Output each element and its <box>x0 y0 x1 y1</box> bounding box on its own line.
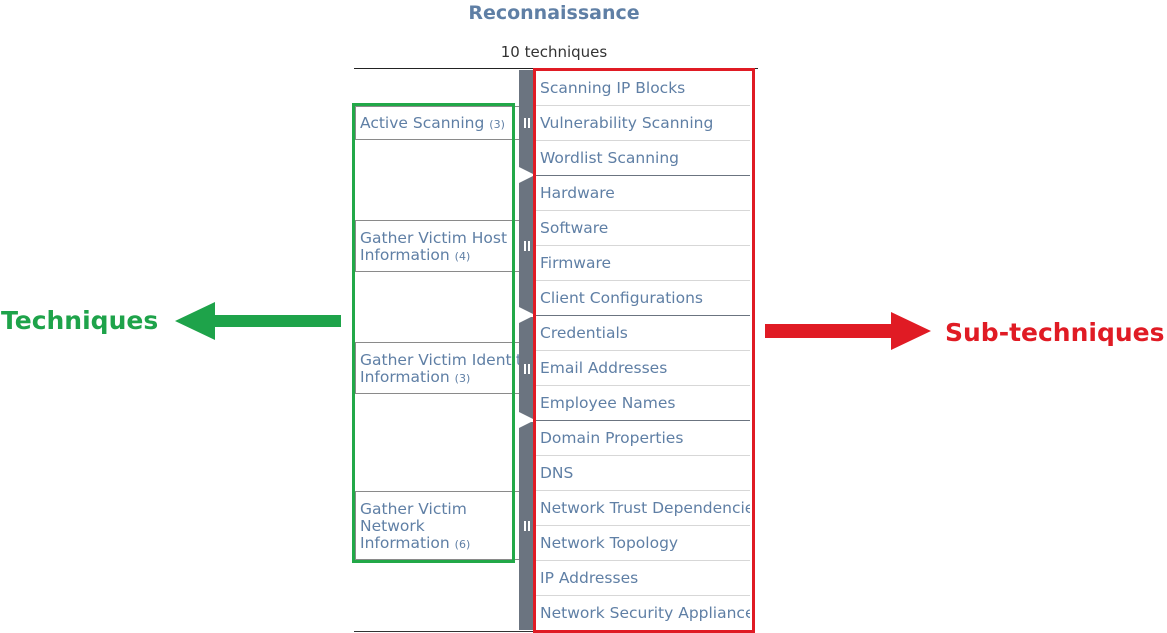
technique-name-line-3: Information <box>360 534 450 552</box>
subtechnique-item[interactable]: Client Configurations <box>536 281 750 316</box>
subtechnique-item[interactable]: Domain Properties <box>536 421 750 456</box>
subtechnique-item[interactable]: Email Addresses <box>536 351 750 386</box>
subtechnique-item[interactable]: IP Addresses <box>536 561 750 596</box>
group-separator-notch <box>519 412 535 428</box>
tactic-title: Reconnaissance <box>468 2 640 24</box>
handle-icon <box>524 364 530 374</box>
subtechnique-item[interactable]: Network Trust Dependencies <box>536 491 750 526</box>
technique-name-line-1: Gather Victim Host <box>360 229 508 247</box>
handle-icon <box>524 117 530 128</box>
techniques-label: Techniques <box>1 306 159 335</box>
technique-count: 10 techniques <box>500 43 608 61</box>
technique-gather-victim-network-information[interactable]: Gather Victim Network Information (6) <box>355 491 519 560</box>
subtechnique-toggle-network-information[interactable] <box>519 422 535 630</box>
handle-icon <box>524 521 530 531</box>
subtechnique-item[interactable]: Vulnerability Scanning <box>536 106 750 141</box>
handle-icon <box>524 241 530 251</box>
subtechnique-item[interactable]: Network Topology <box>536 526 750 561</box>
subtechnique-count: (3) <box>489 118 505 131</box>
technique-name-line-2: Information <box>360 368 450 386</box>
subtechnique-count: (3) <box>454 372 471 385</box>
subtechnique-item[interactable]: Wordlist Scanning <box>536 141 750 176</box>
subtechnique-item[interactable]: Firmware <box>536 246 750 281</box>
subtechniques-highlight-frame <box>533 68 755 633</box>
subtechnique-item[interactable]: Credentials <box>536 316 750 351</box>
technique-name-line-2: Information <box>360 246 450 264</box>
subtechnique-count: (6) <box>454 538 471 551</box>
subtechniques-label: Sub-techniques <box>945 318 1165 347</box>
left-arrow-icon <box>175 302 341 340</box>
group-separator-notch <box>519 307 535 323</box>
right-arrow-icon <box>765 312 931 350</box>
techniques-highlight-frame <box>352 103 515 563</box>
subtechnique-toggle-host-information[interactable] <box>519 176 535 316</box>
technique-name-line-1: Gather Victim Identity <box>360 351 532 369</box>
subtechnique-item[interactable]: Employee Names <box>536 386 750 421</box>
subtechnique-count: (4) <box>454 250 471 263</box>
subtechnique-item[interactable]: Network Security Appliances <box>540 604 750 622</box>
technique-name: Active Scanning <box>360 114 485 132</box>
subtechnique-toggle-active-scanning[interactable] <box>519 70 535 175</box>
group-separator-notch <box>519 167 535 183</box>
subtechnique-item[interactable]: Scanning IP Blocks <box>536 71 750 106</box>
subtechnique-item[interactable]: DNS <box>536 456 750 491</box>
technique-name-line-2: Network <box>360 517 425 535</box>
technique-gather-victim-host-information[interactable]: Gather Victim Host Information (4) <box>355 220 519 272</box>
subtechnique-item[interactable]: Hardware <box>536 176 750 211</box>
subtechnique-item[interactable]: Software <box>536 211 750 246</box>
subtechnique-toggle-identity-information[interactable] <box>519 317 535 421</box>
technique-gather-victim-identity-information[interactable]: Gather Victim Identity Information (3) <box>355 342 531 394</box>
technique-name-line-1: Gather Victim <box>360 500 467 518</box>
subtechnique-list: Scanning IP Blocks Vulnerability Scannin… <box>536 71 750 631</box>
technique-active-scanning[interactable]: Active Scanning (3) <box>355 106 519 140</box>
